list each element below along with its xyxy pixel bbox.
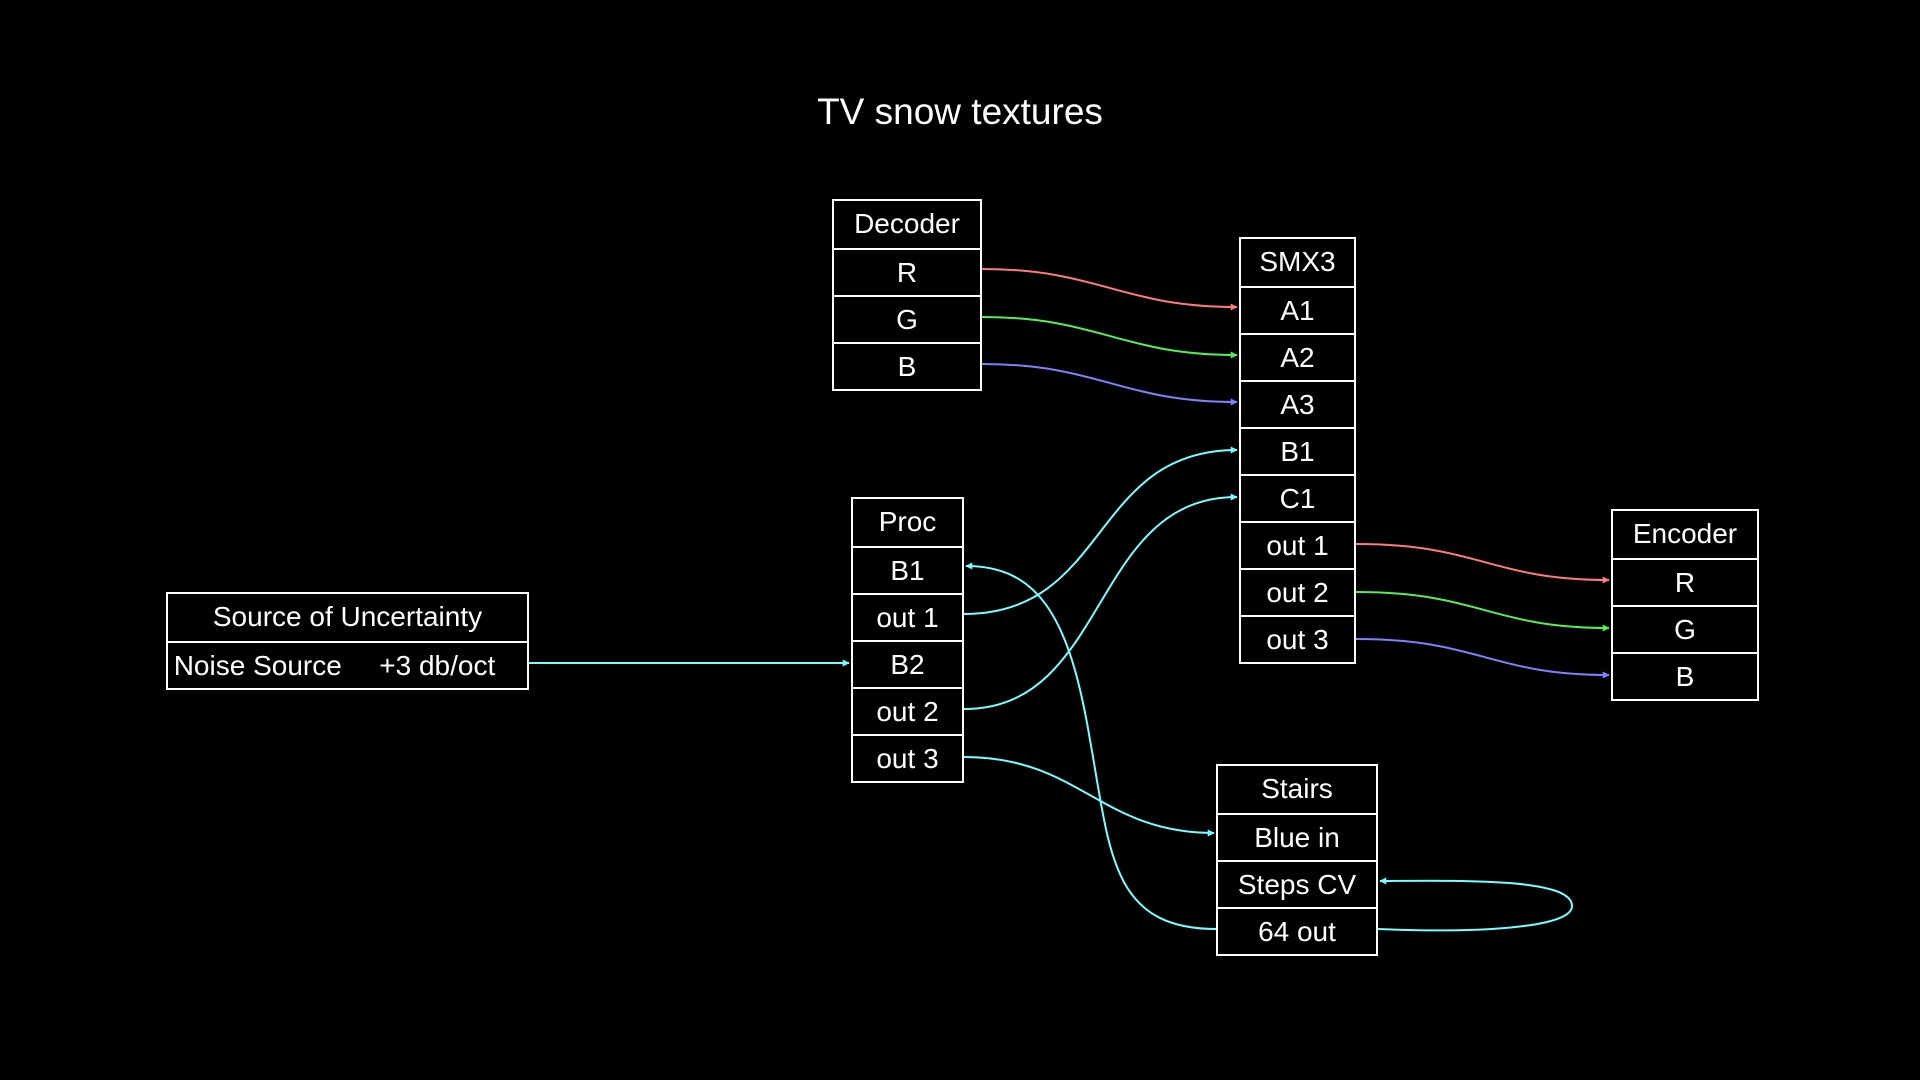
node-title: Encoder [1632, 518, 1738, 549]
node-smx3[interactable]: SMX3 A1 A2 A3 B1 C1 out 1 out 2 out 3 [1239, 237, 1356, 664]
wire-proc-out2-to-smx3-c1[interactable] [963, 493, 1238, 710]
node-proc[interactable]: Proc B1 out 1 B2 out 2 out 3 [851, 497, 964, 783]
port-b1[interactable]: B1 [1241, 427, 1354, 474]
wire-smx3-out2-to-encoder-g[interactable] [1355, 591, 1610, 632]
node-decoder[interactable]: Decoder R G B [832, 199, 982, 391]
port-out-1[interactable]: out 1 [1241, 521, 1354, 568]
node-title: SMX3 [1259, 246, 1336, 277]
node-encoder[interactable]: Encoder R G B [1611, 509, 1759, 701]
wire-proc-out1-to-smx3-b1[interactable] [963, 446, 1238, 615]
wire-stairs-64out-to-proc-b1[interactable] [965, 562, 1217, 930]
port-out-3[interactable]: out 3 [1241, 615, 1354, 662]
wire-stairs-64out-to-steps-cv[interactable] [1377, 877, 1574, 932]
port-b2[interactable]: B2 [853, 640, 962, 687]
port-out-3[interactable]: out 3 [853, 734, 962, 781]
wire-decoder-r-to-smx3-a1[interactable] [981, 268, 1238, 311]
port-out-2[interactable]: out 2 [853, 687, 962, 734]
wire-decoder-b-to-smx3-a3[interactable] [981, 363, 1238, 406]
node-source-of-uncertainty[interactable]: Source of Uncertainty Noise Source +3 db… [166, 592, 529, 690]
port-g[interactable]: G [1613, 605, 1757, 652]
port-a2[interactable]: A2 [1241, 333, 1354, 380]
port-r[interactable]: R [834, 248, 980, 295]
port-r[interactable]: R [1613, 558, 1757, 605]
port-b[interactable]: B [834, 342, 980, 389]
port-a3[interactable]: A3 [1241, 380, 1354, 427]
port-noise-source[interactable]: Noise Source [173, 650, 342, 681]
node-stairs[interactable]: Stairs Blue in Steps CV 64 out [1216, 764, 1378, 956]
node-title: Stairs [1261, 773, 1333, 804]
wire-decoder-g-to-smx3-a2[interactable] [981, 316, 1238, 359]
node-title: Proc [878, 506, 937, 537]
node-title: Decoder [854, 208, 960, 239]
port-steps-cv[interactable]: Steps CV [1218, 860, 1376, 907]
port-b1[interactable]: B1 [853, 546, 962, 593]
port-a1[interactable]: A1 [1241, 286, 1354, 333]
wire-proc-out3-to-stairs-bluein[interactable] [963, 756, 1215, 837]
wire-smx3-out3-to-encoder-b[interactable] [1355, 638, 1610, 679]
port-out-2[interactable]: out 2 [1241, 568, 1354, 615]
diagram-title: TV snow textures [817, 91, 1103, 132]
wire-smx3-out1-to-encoder-r[interactable] [1355, 543, 1610, 584]
port-blue-in[interactable]: Blue in [1218, 813, 1376, 860]
port-out-1[interactable]: out 1 [853, 593, 962, 640]
port-64-out[interactable]: 64 out [1218, 907, 1376, 954]
port-b[interactable]: B [1613, 652, 1757, 699]
port-c1[interactable]: C1 [1241, 474, 1354, 521]
node-title: Source of Uncertainty [212, 601, 483, 632]
port-row: Noise Source +3 db/oct [168, 641, 527, 688]
port-g[interactable]: G [834, 295, 980, 342]
port-plus3-db-oct[interactable]: +3 db/oct [379, 650, 496, 681]
